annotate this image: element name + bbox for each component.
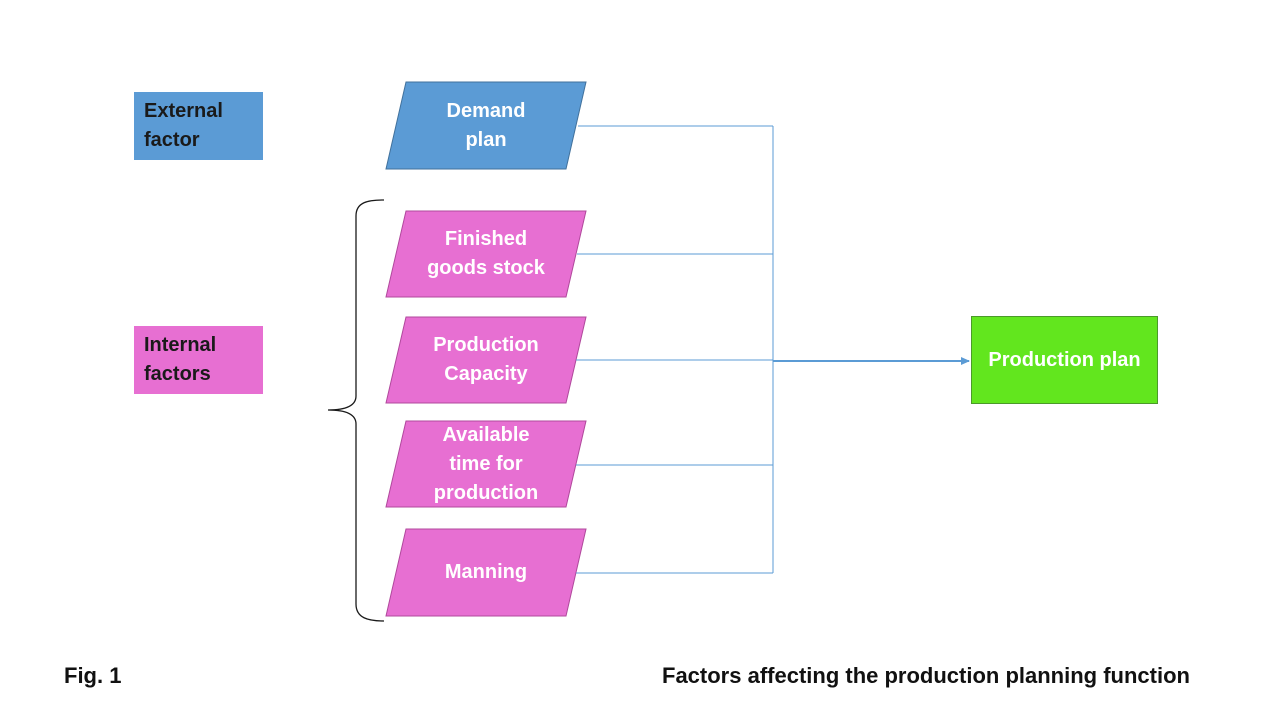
result-production-plan: Production plan [971, 316, 1158, 404]
node-finished-goods-stock: Finished goods stock [386, 211, 586, 297]
node-production-capacity-label: Production Capacity [433, 334, 539, 385]
legend-internal-factors: Internal factors [134, 326, 263, 394]
internal-factors-brace [327, 199, 385, 622]
figure-title: Factors affecting the production plannin… [662, 663, 1190, 688]
node-production-capacity: Production Capacity [386, 317, 586, 403]
node-available-time-shape [385, 420, 587, 508]
legend-internal-label: Internal factors [144, 334, 217, 385]
node-demand-plan: Demand plan [386, 82, 586, 169]
node-manning-shape [385, 528, 587, 617]
node-demand-plan-label: Demand plan [446, 99, 526, 151]
node-available-time: Available time for production [386, 421, 586, 507]
figure-number: Fig. 1 [64, 663, 122, 688]
node-demand-plan-shape [385, 81, 587, 170]
result-production-plan-label: Production plan [988, 348, 1141, 371]
node-finished-goods-stock-label: Finished goods stock [427, 228, 545, 279]
legend-external-factor: External factor [134, 92, 263, 160]
node-production-capacity-shape [385, 316, 587, 404]
node-available-time-label: Available time for production [433, 423, 539, 504]
node-manning-label: Manning [444, 561, 528, 583]
legend-external-label: External factor [144, 100, 223, 151]
node-manning: Manning [386, 529, 586, 616]
node-finished-goods-stock-shape [385, 210, 587, 298]
